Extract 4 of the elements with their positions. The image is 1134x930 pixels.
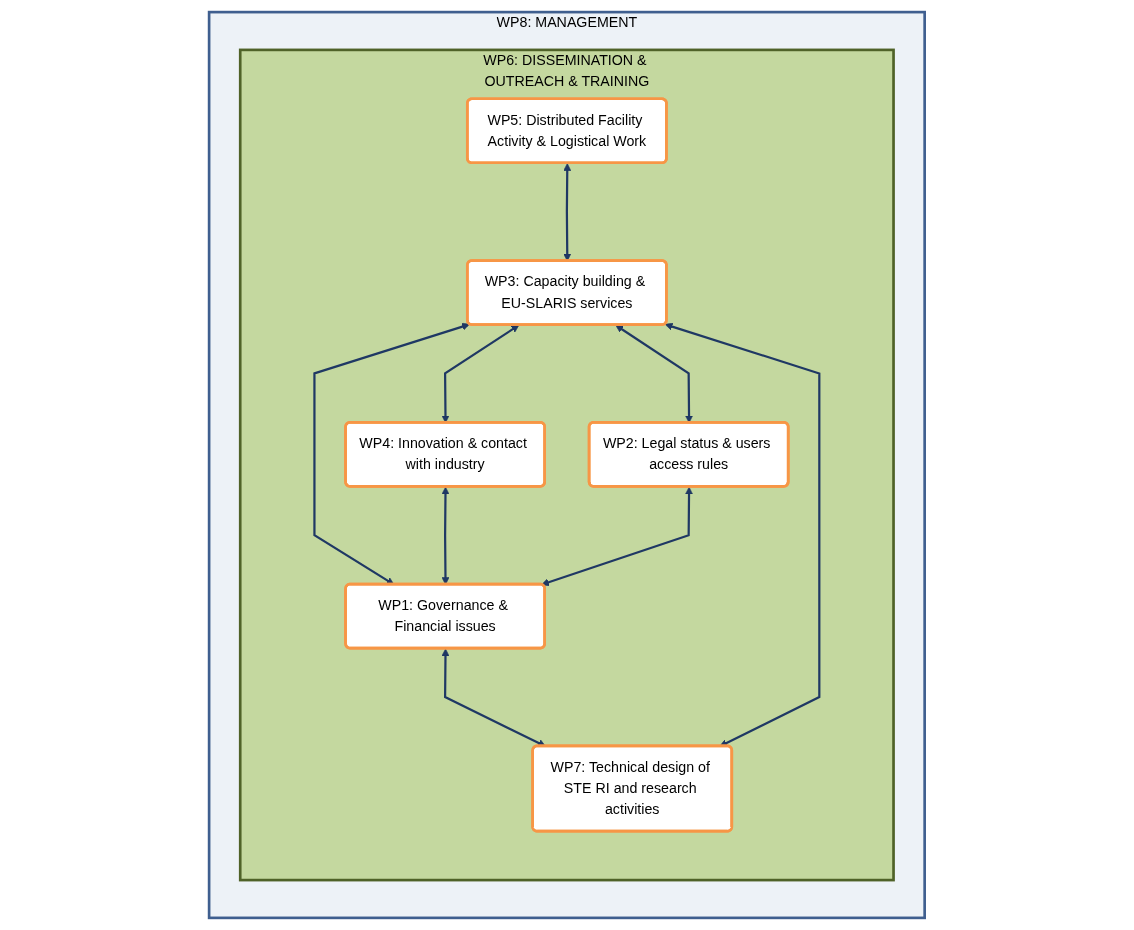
arrow bbox=[441, 486, 450, 585]
arrow bbox=[313, 322, 470, 585]
arrow bbox=[541, 486, 694, 587]
arrow bbox=[665, 322, 821, 747]
